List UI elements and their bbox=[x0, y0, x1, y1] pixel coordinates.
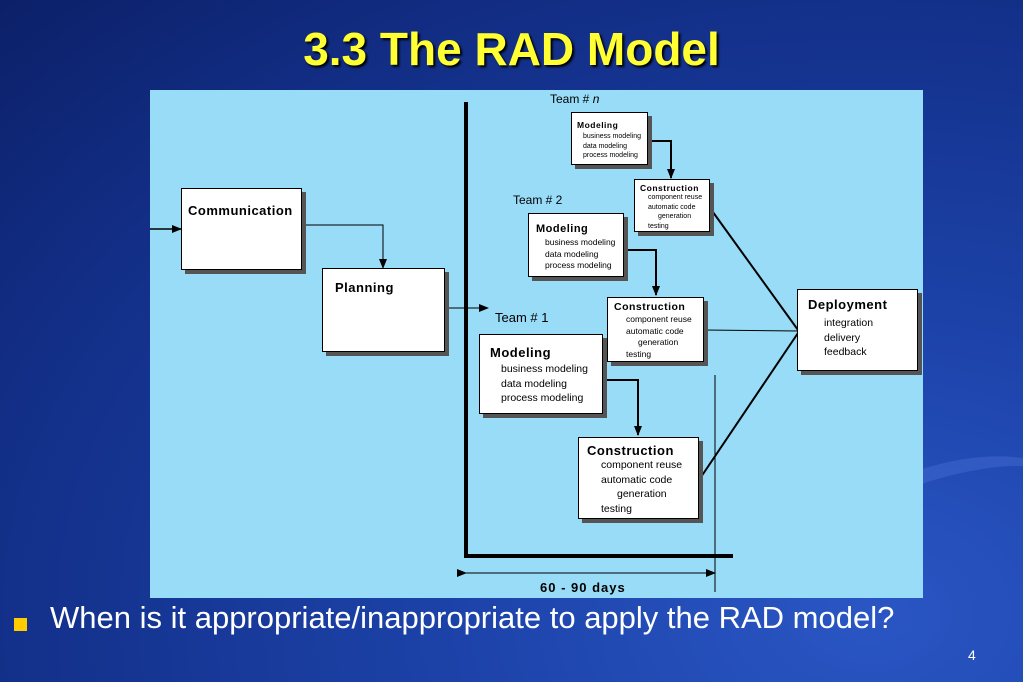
team1-modeling-items: business modeling data modeling process … bbox=[501, 362, 588, 406]
deployment-label: Deployment bbox=[808, 297, 888, 312]
list-item: automatic code bbox=[648, 203, 696, 211]
team2-modeling-items: business modeling data modeling process … bbox=[545, 237, 615, 272]
team1-to-deployment-line bbox=[698, 332, 799, 481]
planning-box: Planning bbox=[322, 268, 445, 352]
teamn-modeling-box: Modeling business modeling data modeling… bbox=[571, 112, 648, 165]
team2-modeling-to-construction-arrow bbox=[624, 249, 660, 296]
communication-to-planning-arrow bbox=[302, 224, 387, 269]
team2-label: Team # 2 bbox=[513, 193, 563, 207]
list-item: data modeling bbox=[545, 248, 599, 259]
communication-label: Communication bbox=[188, 203, 293, 218]
teamn-modeling-to-construction-arrow bbox=[648, 140, 675, 179]
team1-modeling-label: Modeling bbox=[490, 345, 552, 360]
team2-modeling-box: Modeling business modeling data modeling… bbox=[528, 213, 624, 277]
teamn-label-prefix: Team # bbox=[550, 92, 593, 106]
teamn-construction-box: Construction component reuse automatic c… bbox=[634, 179, 710, 232]
list-item: testing bbox=[626, 348, 652, 359]
team1-construction-box: Construction component reuse automatic c… bbox=[578, 437, 699, 519]
team1-label: Team # 1 bbox=[495, 310, 549, 325]
list-item: business modeling bbox=[583, 133, 641, 140]
list-item: process modeling bbox=[545, 260, 612, 270]
team2-construction-box: Construction component reuse automatic c… bbox=[607, 297, 704, 362]
teamn-label: Team # n bbox=[550, 92, 599, 106]
slide-question: When is it appropriate/inappropriate to … bbox=[50, 600, 895, 635]
team1-modeling-box: Modeling business modeling data modeling… bbox=[479, 334, 603, 414]
list-item: delivery bbox=[824, 331, 861, 344]
team1-construction-items: component reuse automatic code generatio… bbox=[601, 458, 682, 516]
list-item: business modeling bbox=[501, 363, 588, 375]
deployment-items: integration delivery feedback bbox=[824, 316, 873, 360]
list-item: business modeling bbox=[545, 237, 616, 247]
list-item: generation bbox=[638, 337, 679, 347]
teamn-to-deployment-line bbox=[709, 207, 799, 331]
team1-modeling-to-construction-arrow bbox=[603, 379, 642, 436]
teamn-construction-label: Construction bbox=[640, 183, 699, 193]
list-item: component reuse bbox=[648, 194, 703, 201]
list-item: data modeling bbox=[583, 142, 627, 150]
team1-construction-label: Construction bbox=[587, 443, 674, 458]
list-item: testing bbox=[648, 222, 669, 230]
list-item: integration bbox=[824, 317, 874, 329]
list-item: automatic code bbox=[626, 325, 684, 336]
page-number: 4 bbox=[968, 647, 976, 663]
list-item: component reuse bbox=[626, 314, 692, 324]
teamn-modeling-label: Modeling bbox=[577, 120, 619, 130]
list-item: component reuse bbox=[601, 459, 683, 471]
team2-construction-items: component reuse automatic code generatio… bbox=[626, 314, 692, 360]
list-item: automatic code bbox=[601, 473, 673, 486]
list-item: generation bbox=[658, 213, 692, 220]
communication-box: Communication bbox=[181, 188, 302, 270]
planning-label: Planning bbox=[335, 280, 394, 295]
bullet-square-icon bbox=[14, 618, 27, 631]
deployment-box: Deployment integration delivery feedback bbox=[797, 289, 918, 371]
duration-label: 60 - 90 days bbox=[540, 580, 626, 595]
list-item: feedback bbox=[824, 346, 867, 358]
slide-title: 3.3 The RAD Model bbox=[303, 23, 720, 75]
list-item: data modeling bbox=[501, 377, 567, 390]
list-item: generation bbox=[617, 488, 667, 500]
teamn-label-suffix: n bbox=[592, 92, 600, 106]
list-item: process modeling bbox=[501, 392, 584, 404]
team2-to-deployment-line bbox=[703, 329, 799, 332]
list-item: testing bbox=[601, 502, 632, 515]
teamn-modeling-items: business modeling data modeling process … bbox=[583, 132, 641, 161]
list-item: process modeling bbox=[583, 152, 638, 159]
teamn-construction-items: component reuse automatic code generatio… bbox=[648, 193, 702, 231]
team2-modeling-label: Modeling bbox=[536, 223, 589, 235]
team2-construction-label: Construction bbox=[614, 301, 686, 313]
